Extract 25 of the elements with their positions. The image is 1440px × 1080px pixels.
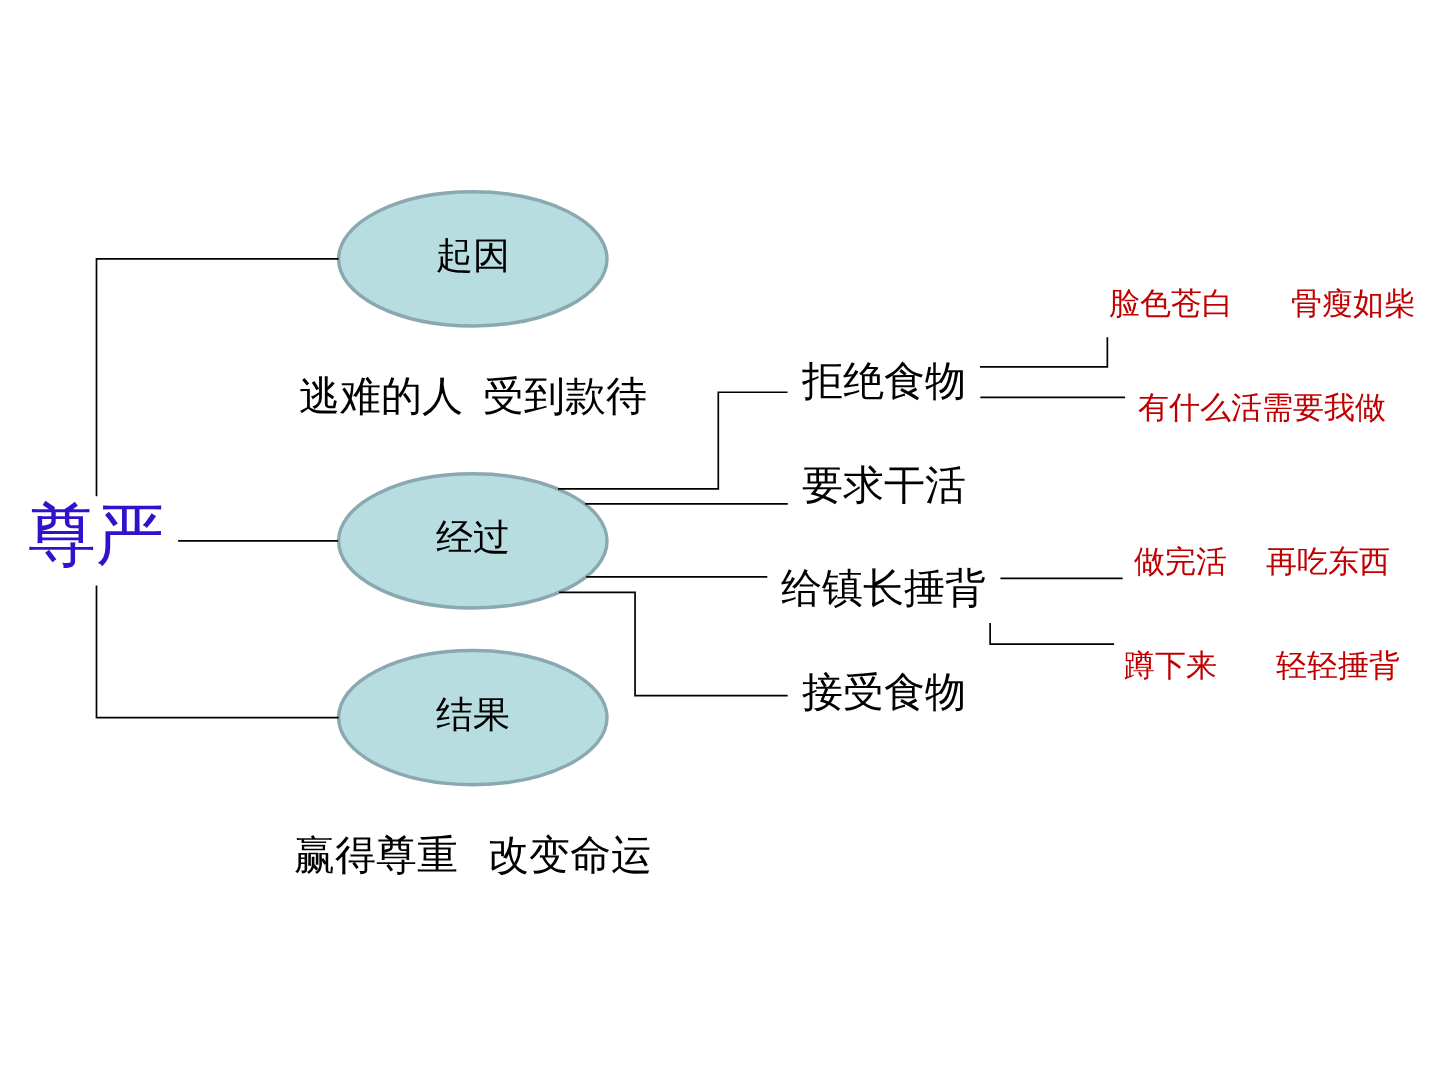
connector [585,575,769,578]
node-label: 赢得尊重 改变命运 [293,832,653,878]
node-ellipse: 结果 [336,648,609,786]
node-text: 要求干活 [801,462,966,508]
connector [989,621,1115,645]
node-text: 做完活 再吃东西 [1134,543,1390,579]
node-text: 给镇长捶背 [781,565,987,611]
node-label: 逃难的人 受到款待 [298,373,647,419]
node-text: 尊严 [28,496,165,573]
connector [95,257,340,497]
connector [584,502,789,505]
connector [177,539,339,542]
connector [95,584,340,718]
connector [979,336,1109,368]
connector [979,396,1126,398]
node-ellipse: 起因 [336,189,609,328]
node-text: 有什么活需要我做 [1137,389,1386,425]
node-text: 接受食物 [801,669,966,715]
node-text: 脸色苍白 骨瘦如柴 [1108,285,1416,321]
connector [558,591,789,696]
node-ellipse: 经过 [336,471,609,610]
node-text: 蹲下来 轻轻捶背 [1124,647,1400,683]
connector [557,390,789,490]
connector [999,576,1124,579]
node-text: 拒绝食物 [801,358,966,404]
